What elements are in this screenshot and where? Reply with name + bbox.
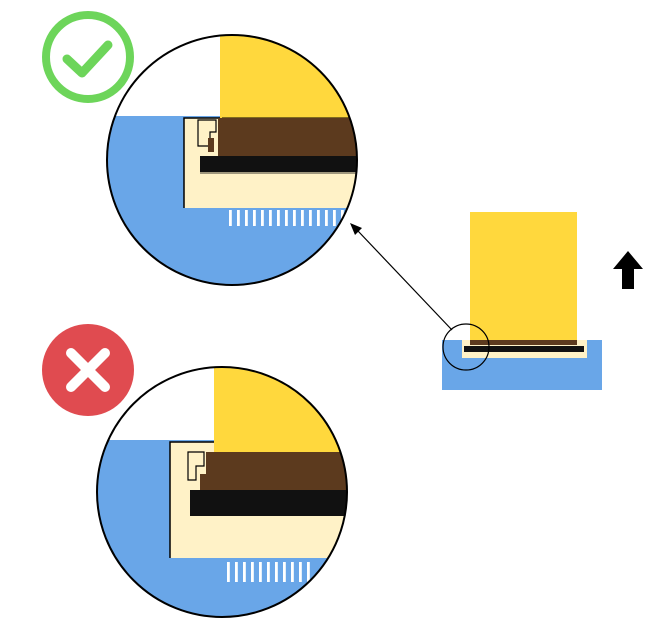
assembly-overview — [350, 212, 602, 390]
check-badge-ring — [42, 11, 134, 103]
connector-latch — [187, 451, 205, 481]
pin-comb — [227, 562, 310, 582]
arrow-up-icon — [613, 251, 643, 289]
fpc-cable — [214, 367, 347, 452]
overview-fpc-cable — [470, 212, 577, 344]
correct-badge — [42, 11, 134, 103]
overview-contact-bar — [464, 346, 584, 352]
contact-bar — [200, 156, 357, 174]
contact-bar — [190, 490, 347, 516]
cross-icon — [66, 348, 110, 392]
incorrect-badge — [42, 324, 134, 416]
pin-comb — [229, 210, 344, 226]
zoom-leader-arrowhead — [350, 223, 362, 235]
check-icon — [62, 40, 113, 78]
zoom-leader-line — [357, 230, 453, 331]
connector-latch — [197, 119, 217, 147]
zoom-focus-circle — [442, 323, 490, 371]
overview-actuator — [470, 340, 577, 345]
fpc-cable — [220, 35, 357, 120]
actuator — [206, 452, 347, 490]
magnifier-border — [96, 366, 348, 618]
actuator — [218, 118, 357, 156]
latch-tab — [208, 138, 214, 152]
magnifier-border — [106, 34, 358, 286]
